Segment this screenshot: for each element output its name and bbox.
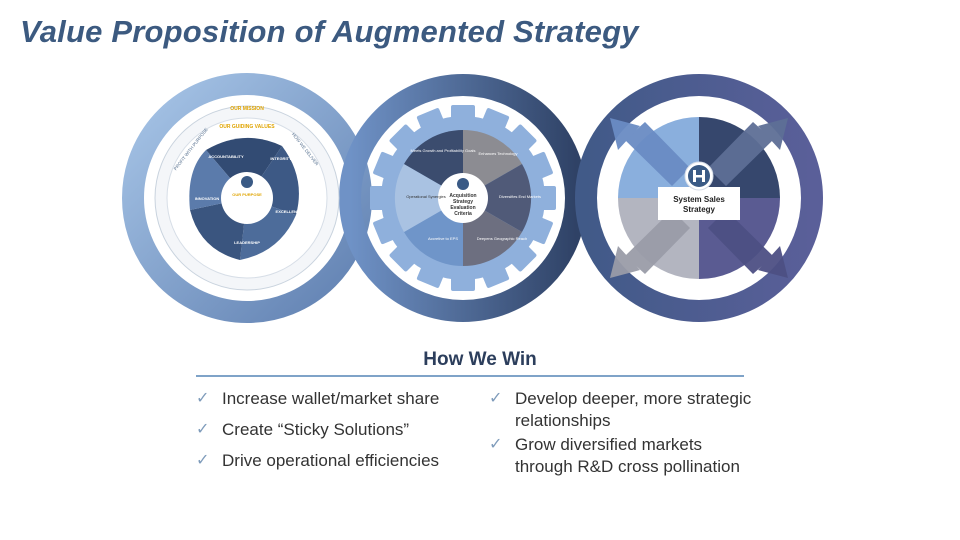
checkmark-icon: ✓	[489, 436, 503, 453]
list-item: ✓ Develop deeper, more strategic relatio…	[489, 389, 752, 430]
strategy-graphic: OUR MISSION OUR GUIDING VALUES PROFIT WI…	[122, 73, 823, 323]
wheel-segment-innovation: INNOVATION	[195, 196, 220, 201]
checkmark-icon: ✓	[196, 421, 210, 438]
checkmark-icon: ✓	[196, 452, 210, 469]
gear-segment-growth: Meets Growth and Profitability Goals	[411, 148, 476, 153]
heading-divider	[196, 375, 744, 377]
wheel-arc-mission: OUR MISSION	[230, 106, 264, 112]
gear-segment-end-markets: Diversifies End Markets	[499, 194, 541, 199]
h-logo-icon	[688, 165, 710, 187]
list-item: ✓ Increase wallet/market share	[196, 389, 440, 408]
wheel-segment-excellence: EXCELLENCE	[276, 209, 303, 214]
gear-segment-synergies: Operational Synergies	[406, 194, 446, 199]
checkmark-icon: ✓	[489, 390, 503, 407]
list-item: ✓ Create “Sticky Solutions”	[196, 420, 410, 439]
wheel-arc-values: OUR GUIDING VALUES	[219, 124, 275, 130]
gear-center-line-1: Acquisition	[449, 193, 476, 199]
gear-center-line-3: Evaluation	[450, 205, 475, 211]
list-item: ✓ Drive operational efficiencies	[196, 451, 440, 470]
system-sales-line-2: Strategy	[683, 205, 716, 214]
gear-segment-eps: Accretive to EPS	[428, 236, 458, 241]
wheel-segment-leadership: LEADERSHIP	[234, 240, 260, 245]
gear-segment-geographic: Deepens Geographic Reach	[477, 236, 527, 241]
gear-segment-technology: Enhances Technology	[478, 151, 517, 156]
acquisition-gear: Acquisition Strategy Evaluation Criteria…	[370, 105, 556, 291]
slide-title: Value Proposition of Augmented Strategy	[20, 14, 639, 49]
how-we-win-right-list: ✓ Develop deeper, more strategic relatio…	[489, 388, 751, 487]
system-sales-line-1: System Sales	[673, 195, 725, 204]
wheel-segment-accountability: ACCOUNTABILITY	[208, 154, 244, 159]
gear-center-line-2: Strategy	[453, 199, 473, 205]
gear-center-line-4: Criteria	[454, 211, 472, 217]
system-sales-circle: System Sales Strategy	[610, 117, 788, 279]
how-we-win-left-list: ✓ Increase wallet/market share ✓ Create …	[196, 388, 439, 481]
values-wheel: OUR MISSION OUR GUIDING VALUES PROFIT WI…	[154, 105, 340, 291]
list-item: ✓ Grow diversified markets through R&D c…	[489, 435, 740, 476]
checkmark-icon: ✓	[196, 390, 210, 407]
wheel-center-title: OUR PURPOSE	[232, 192, 262, 197]
how-we-win-heading: How We Win	[423, 349, 537, 370]
ribbon-right	[575, 74, 823, 322]
wheel-segment-integrity: INTEGRITY	[270, 156, 292, 161]
